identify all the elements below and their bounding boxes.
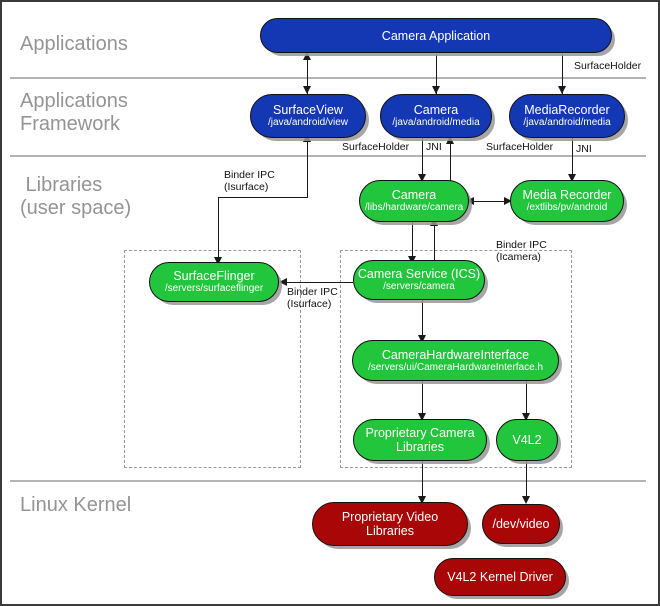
layer-label-libraries: Libraries (user space) [20, 174, 132, 219]
node-subtitle: Libraries [396, 440, 444, 454]
edge-label-binder-ipc-isurface-top: Binder IPC (Isurface) [224, 169, 275, 193]
node-camera-lib[interactable]: Camera /libs/hardware/camera [359, 180, 469, 222]
node-surfaceflinger[interactable]: SurfaceFlinger /servers/surfaceflinger [149, 262, 279, 302]
node-media-recorder-lib[interactable]: Media Recorder /extlibs/pv/android [510, 180, 624, 222]
node-subtitle: /java/android/media [523, 117, 611, 129]
layer-separator-applications [10, 77, 646, 79]
edge-v4l2-to-dev-video [526, 460, 528, 502]
group-box-surfaceflinger [124, 250, 301, 468]
edge-application-to-camera-java [436, 54, 438, 94]
node-camera-service[interactable]: Camera Service (ICS) /servers/camera [353, 260, 485, 300]
arrowhead-to-camera-lib [466, 196, 474, 205]
edge-label-binder-ipc-icamera: Binder IPC (Icamera) [496, 239, 547, 263]
edge-camera-service-to-hardware-interface [422, 299, 424, 343]
node-title: Proprietary Video [341, 510, 439, 524]
edge-application-to-mediarecorder [562, 54, 564, 94]
node-title: V4L2 [512, 433, 542, 447]
arrowhead-camera-lib-to-camera-java [445, 136, 454, 144]
edge-label-binder-ipc-isurface-mid: Binder IPC (Isurface) [287, 286, 338, 310]
arrowhead-camera-java-to-camera-lib [417, 174, 426, 182]
node-subtitle: /java/android/view [267, 117, 349, 129]
node-title: SurfaceFlinger [173, 269, 255, 284]
node-camera-java[interactable]: Camera /java/android/media [380, 94, 492, 138]
edge-label-surfaceholder-app: SurfaceHolder [574, 60, 642, 72]
arrowhead-hardware-interface-to-v4l2 [521, 413, 530, 421]
layer-separator-framework [10, 155, 646, 157]
node-subtitle: /libs/hardware/camera [364, 202, 464, 214]
edge-hardware-interface-to-v4l2 [526, 380, 528, 420]
edge-camera-service-to-surfaceflinger [287, 282, 353, 284]
edge-label-surfaceholder-camera: SurfaceHolder [342, 141, 410, 153]
node-subtitle: /extlibs/pv/android [526, 202, 608, 214]
arrowhead-camera-service-to-hardware-interface [417, 335, 426, 343]
node-proprietary-video-libraries[interactable]: Proprietary Video Libraries [312, 502, 468, 546]
edge-label-jni-camera: JNI [426, 141, 442, 153]
node-title: MediaRecorder [524, 103, 610, 118]
node-mediarecorder[interactable]: MediaRecorder /java/android/media [509, 94, 625, 138]
node-proprietary-camera-libraries[interactable]: Proprietary Camera Libraries [353, 419, 487, 461]
node-title: Proprietary Camera [365, 426, 475, 440]
edge-camera-service-to-camera-lib [434, 220, 436, 264]
edge-camera-java-to-camera-lib [422, 138, 424, 182]
edge-surfaceflinger-path-vertical-right [307, 138, 309, 198]
layer-label-linux-kernel: Linux Kernel [20, 494, 132, 516]
edge-surfaceflinger-path-vertical-left [218, 197, 220, 259]
arrowhead-camera-service-to-camera-lib [429, 218, 438, 226]
arrowhead-into-surfaceflinger [213, 257, 222, 265]
edge-surfaceflinger-path-horizontal [218, 197, 308, 199]
edge-camera-lib-to-camera-java [450, 138, 452, 182]
arrowhead-proprietary-camera-to-proprietary-video [417, 496, 426, 504]
node-subtitle: /servers/camera [383, 281, 455, 293]
node-title: Media Recorder [522, 188, 612, 203]
node-subtitle: /servers/ui/CameraHardwareInterface.h [367, 361, 544, 373]
edge-label-surfaceholder-recorder: SurfaceHolder [486, 141, 554, 153]
node-title: Camera Service (ICS) [357, 267, 481, 282]
node-subtitle: Libraries [366, 524, 414, 538]
arrowhead-application-to-mediarecorder [557, 86, 566, 94]
arrowhead-surfaceview-to-application [302, 52, 311, 60]
layer-label-applications: Applications [20, 33, 128, 55]
edge-label-jni-recorder: JNI [576, 143, 592, 155]
arrowhead-hardware-interface-to-proprietary-camera [417, 413, 426, 421]
layer-separator-libraries [10, 480, 646, 482]
node-title: Camera [391, 188, 437, 203]
arrowhead-mediarecorder-to-media-recorder-lib [567, 174, 576, 182]
node-camera-hardware-interface[interactable]: CameraHardwareInterface /servers/ui/Came… [352, 340, 559, 381]
node-subtitle: /servers/surfaceflinger [164, 283, 264, 295]
edge-proprietary-camera-to-proprietary-video [422, 460, 424, 502]
arrowhead-into-surfaceview [302, 134, 311, 142]
edge-mediarecorder-to-media-recorder-lib [572, 138, 574, 182]
arrowhead-application-to-surfaceview [302, 86, 311, 94]
node-title: V4L2 Kernel Driver [447, 570, 553, 584]
node-title: SurfaceView [273, 103, 343, 118]
arrowhead-v4l2-to-dev-video [521, 496, 530, 504]
node-v4l2[interactable]: V4L2 [496, 419, 558, 461]
edge-surfaceview-to-application [307, 54, 309, 114]
node-title: Camera [413, 103, 459, 118]
node-surfaceview[interactable]: SurfaceView /java/android/view [250, 94, 366, 138]
arrowhead-to-media-recorder-lib [504, 196, 512, 205]
node-title: CameraHardwareInterface [381, 347, 530, 362]
layer-label-applications-framework: Applications Framework [20, 90, 128, 135]
edge-camera-lib-to-media-recorder-lib [468, 201, 512, 203]
edge-camera-lib-to-camera-service [412, 220, 414, 264]
node-title: /dev/video [492, 517, 550, 531]
arrowhead-camera-service-to-surfaceflinger [279, 277, 287, 286]
node-subtitle: /java/android/media [392, 117, 480, 129]
node-title: Camera Application [381, 28, 491, 43]
node-v4l2-kernel-driver[interactable]: V4L2 Kernel Driver [434, 558, 566, 596]
node-camera-application[interactable]: Camera Application [260, 18, 612, 53]
node-dev-video[interactable]: /dev/video [482, 504, 560, 544]
arrowhead-application-to-camera-java [431, 86, 440, 94]
group-box-camera-service [340, 250, 572, 468]
edge-hardware-interface-to-proprietary-camera [422, 380, 424, 420]
